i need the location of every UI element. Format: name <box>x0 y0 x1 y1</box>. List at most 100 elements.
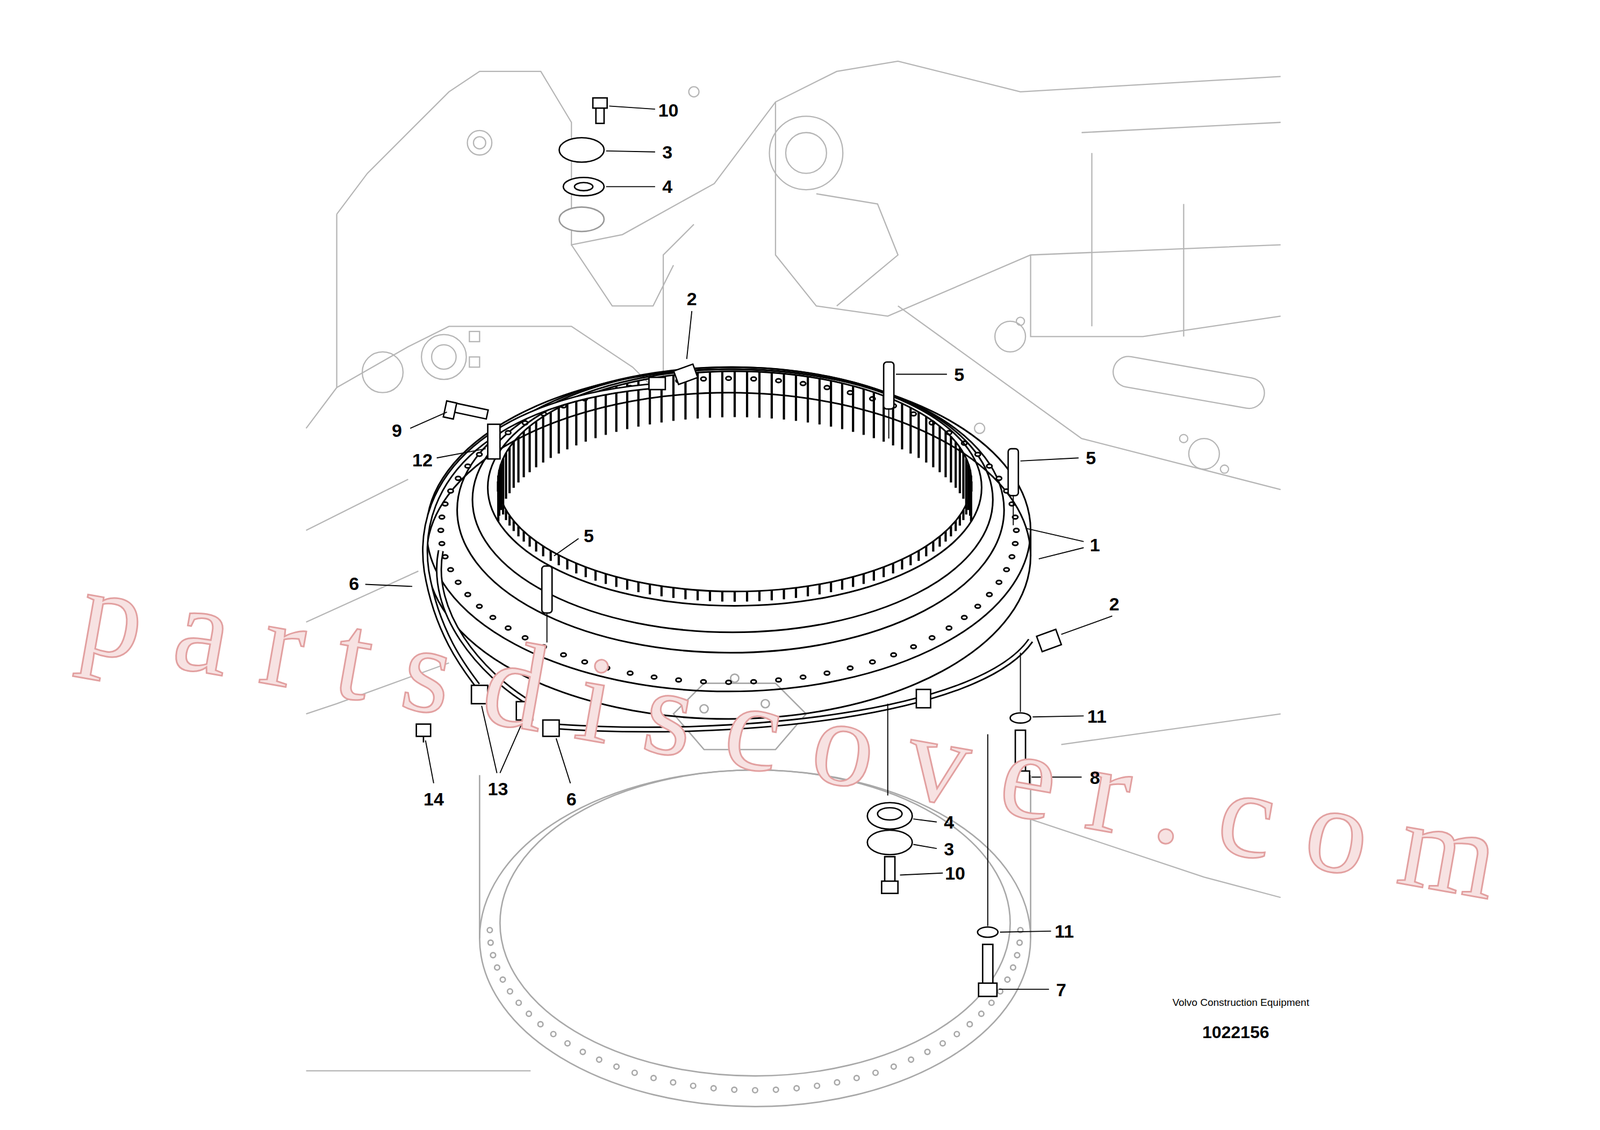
mount-pad <box>558 206 605 232</box>
leader-line <box>895 374 947 376</box>
grease-fitting <box>673 364 698 385</box>
gear-tooth <box>806 376 809 423</box>
ring-bolt-hole <box>1012 541 1018 546</box>
frame-outline <box>775 102 1281 317</box>
callout-number: 5 <box>953 365 965 384</box>
leader-line <box>425 740 434 784</box>
base-hole <box>988 1000 994 1006</box>
callout-number: 8 <box>1089 768 1101 787</box>
base-hole <box>488 940 493 946</box>
gear-tooth <box>584 567 587 578</box>
ring-bolt-hole <box>824 671 830 676</box>
maker-caption: Volvo Construction Equipment <box>1164 996 1318 1009</box>
gear-tooth <box>594 570 597 581</box>
ring-bolt-hole <box>847 666 853 671</box>
gear-tooth <box>604 389 607 435</box>
small-parts <box>416 97 1062 997</box>
gear-tooth <box>615 576 618 587</box>
gear-tooth <box>660 586 663 597</box>
base-hole <box>537 1021 543 1027</box>
gear-tooth <box>528 426 531 472</box>
gear-tooth <box>542 416 545 463</box>
base-hole <box>773 1087 779 1093</box>
leader-line <box>1061 615 1113 635</box>
gear-tooth <box>872 392 875 439</box>
washer <box>977 927 999 938</box>
leader-line <box>1000 931 1052 933</box>
frame-outline <box>1081 122 1281 133</box>
gear-tooth <box>508 447 511 494</box>
gear-tooth <box>872 570 875 581</box>
base-hole <box>814 1083 820 1089</box>
base-hole <box>978 1011 984 1017</box>
ring-bolt-hole <box>824 385 830 390</box>
callout-number: 2 <box>686 289 698 308</box>
base-hole <box>670 1080 676 1086</box>
ring-bolt-hole <box>438 528 444 533</box>
frame-bore <box>1220 464 1229 473</box>
callout-number: 14 <box>423 790 444 809</box>
gear-tooth <box>549 550 552 562</box>
ring-bolt-hole <box>986 464 993 469</box>
base-outer <box>479 770 1031 1107</box>
frame-outline <box>898 305 1281 490</box>
bolt-head <box>881 881 898 894</box>
gear-tooth <box>501 458 505 505</box>
grease-fitting <box>1036 629 1062 652</box>
ring-bolt-hole <box>1009 501 1015 506</box>
gear-tooth <box>557 407 561 454</box>
ring-bolt-hole <box>464 464 471 469</box>
frame-outline <box>306 1070 532 1072</box>
gear-tooth <box>962 453 965 499</box>
ring-bolt-hole <box>726 376 732 381</box>
bolt-head <box>978 983 997 997</box>
base-hole <box>494 965 500 971</box>
gear-tooth <box>900 403 903 450</box>
gear-tooth <box>818 378 821 425</box>
gear-tooth <box>542 546 545 557</box>
leader-line <box>686 311 692 360</box>
base-hole <box>632 1070 637 1076</box>
callout-number: 10 <box>658 101 679 120</box>
gear-tooth <box>522 531 525 542</box>
leader-line <box>606 185 656 188</box>
base-hole <box>487 927 493 933</box>
ring-bolt-hole <box>442 501 448 506</box>
base-hole <box>650 1075 656 1081</box>
drawing-number: 1022156 <box>1202 1022 1270 1043</box>
base-hole <box>752 1087 758 1093</box>
leader-line <box>999 988 1050 990</box>
dowel-pin <box>1008 448 1019 496</box>
ring-bolt-hole <box>996 580 1002 585</box>
callout-number: 5 <box>583 526 594 545</box>
gear-tooth <box>504 510 507 521</box>
gear-tooth <box>851 576 855 587</box>
ring-bolt-hole <box>439 515 445 520</box>
ring-bolt-hole <box>891 653 897 657</box>
base-hole <box>490 952 496 958</box>
frame-bore <box>421 334 467 380</box>
gear-tooth <box>708 591 712 602</box>
gear-tooth <box>508 515 511 526</box>
gear-tooth <box>965 458 968 505</box>
callout-number: 1 <box>1089 535 1101 555</box>
cover-plate <box>558 137 605 163</box>
gear-tooth <box>565 559 569 570</box>
bolt-shank <box>884 856 895 884</box>
gear-tooth <box>721 371 724 418</box>
ring-bolt-hole <box>974 452 981 457</box>
gear-tooth <box>696 590 699 601</box>
base-hole <box>954 1031 960 1037</box>
callout-number: 12 <box>412 450 433 470</box>
base-hole <box>596 1057 602 1063</box>
ring-bolt-hole <box>946 626 952 630</box>
frame-bore <box>1016 317 1025 326</box>
frame-bore <box>1188 438 1220 470</box>
callout-number: 7 <box>1056 980 1067 1000</box>
frame-slot <box>1110 354 1267 412</box>
callout-number: 4 <box>662 177 673 196</box>
callout-number: 11 <box>1087 707 1107 726</box>
gear-tooth <box>882 567 885 578</box>
gear-tooth <box>862 574 865 585</box>
